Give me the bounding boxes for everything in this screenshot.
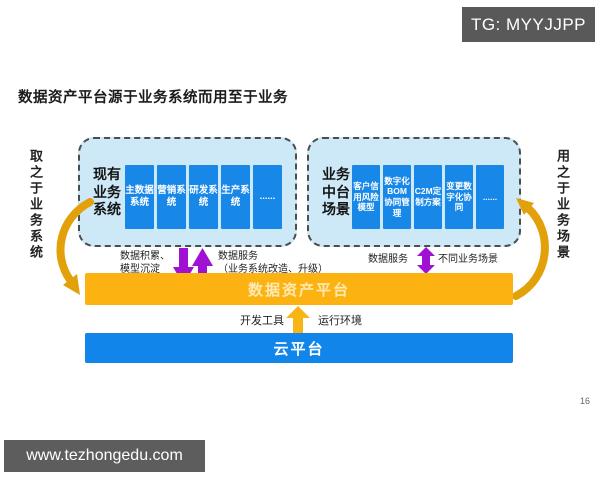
curved-arrow-right-icon xyxy=(512,198,549,300)
page-title: 数据资产平台源于业务系统而用至于业务 xyxy=(18,90,288,106)
watermark-url: www.tezhongedu.com xyxy=(26,447,183,464)
system-box: 生产系统 xyxy=(221,165,250,229)
data-service-left-note: 数据服务 （业务系统改造、升级） xyxy=(218,251,328,275)
existing-systems-label: 现有业务系统 xyxy=(93,165,121,217)
system-box: ...... xyxy=(253,165,282,229)
watermark: www.tezhongedu.com xyxy=(4,440,205,472)
right-side-label: 用之于业务场景 xyxy=(555,149,570,261)
existing-systems-panel: 现有业务系统 主数据系统 营销系统 研发系统 生产系统 ...... xyxy=(78,137,297,247)
up-arrow-icon xyxy=(286,306,310,333)
data-asset-platform-bar: 数据资产平台 xyxy=(85,273,513,305)
curved-arrow-left-icon xyxy=(56,198,94,295)
left-side-label: 取之于业务系统 xyxy=(28,149,43,261)
runtime-env-note: 运行环境 xyxy=(318,315,362,327)
tg-badge: TG: MYYJJPP xyxy=(462,7,595,42)
midplatform-scenarios-label: 业务中台场景 xyxy=(322,165,350,217)
different-scenarios-note: 不同业务场景 xyxy=(438,254,498,265)
scenario-box: 数字化BOM协同管理 xyxy=(383,165,411,229)
data-service-right-note: 数据服务 xyxy=(368,254,408,265)
midplatform-scenarios-panel: 业务中台场景 客户信用风险模型 数字化BOM协同管理 C2M定制方案 变更数字化… xyxy=(307,137,521,247)
double-arrow-icon xyxy=(417,247,435,274)
system-box: 研发系统 xyxy=(189,165,218,229)
system-box: 主数据系统 xyxy=(125,165,154,229)
data-accumulation-note: 数据积累、 模型沉淀 xyxy=(120,251,170,275)
cloud-platform-label: 云平台 xyxy=(273,340,325,358)
scenario-box: 客户信用风险模型 xyxy=(352,165,380,229)
scenario-box: C2M定制方案 xyxy=(414,165,442,229)
scenario-box: 变更数字化协同 xyxy=(445,165,473,229)
existing-systems-boxes: 主数据系统 营销系统 研发系统 生产系统 ...... xyxy=(125,165,282,229)
tg-badge-label: TG: MYYJJPP xyxy=(470,14,587,34)
cloud-platform-bar: 云平台 xyxy=(85,333,513,363)
data-asset-platform-label: 数据资产平台 xyxy=(247,281,350,299)
dev-tools-note: 开发工具 xyxy=(240,315,284,327)
page-number: 16 xyxy=(580,396,591,406)
scenario-box: ...... xyxy=(476,165,504,229)
system-box: 营销系统 xyxy=(157,165,186,229)
midplatform-scenario-boxes: 客户信用风险模型 数字化BOM协同管理 C2M定制方案 变更数字化协同 ....… xyxy=(352,165,504,229)
